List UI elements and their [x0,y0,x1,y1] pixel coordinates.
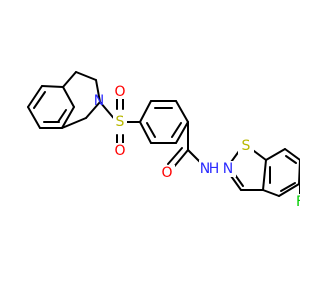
amide-nitrogen-label: N [200,161,210,177]
isoquinoline-nitrogen-label: N [94,93,104,109]
atom-labels: N S O O O N H S N F [94,84,300,210]
thiazole-sulfur-label: S [242,138,251,154]
fluorine-label: F [296,194,300,210]
sulfonyl-sulfur-label: S [116,114,125,130]
carbonyl-oxygen-label: O [161,165,172,181]
sulfonyl-oxygen-top-label: O [114,84,125,100]
bond-lines [27,71,300,197]
thiazole-nitrogen-label: N [223,161,233,177]
amide-hydrogen-label: H [209,161,220,177]
sulfonyl-oxygen-bottom-label: O [114,143,125,159]
molecular-structure: N S O O O N H S N F [27,71,300,210]
